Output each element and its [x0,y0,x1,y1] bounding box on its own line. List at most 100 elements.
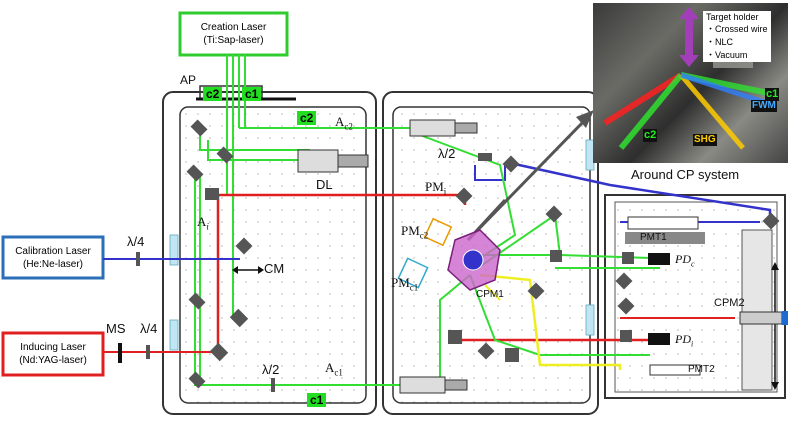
pmc1-box [397,257,429,289]
beam-yellow [479,273,622,370]
mirror-r1 [455,187,473,205]
photo-caption: Target holder ・Crossed wire ・NLC ・Vacuum [703,11,771,62]
ai-sub: i [206,221,209,232]
cm-arrow-right [258,266,264,274]
pdc-detector [648,253,670,265]
pmi-sub: i [443,186,447,197]
beam-green-dl [207,140,300,161]
creation-laser-line1: Creation Laser [200,22,267,33]
mirror-d1 [622,252,634,264]
cpm2-label: CPM2 [714,297,745,309]
window-right-2 [585,304,595,336]
lambda4-a-plate [136,252,140,266]
arrow-to-photo-head [576,110,594,128]
mirror-3 [186,164,204,182]
mirror-5 [188,292,206,310]
calibration-laser-line2: (He:Ne-laser) [22,258,83,270]
mirror-r8 [505,348,519,362]
pmt1-plate [625,232,705,244]
cpm1-center [462,249,484,271]
mirror-1 [190,119,208,137]
cpm2-holder [739,311,783,325]
photo-item-3: ・Vacuum [706,50,748,60]
ac1-sub: c1 [334,367,343,378]
cm-arrow-left [232,266,238,274]
pmc2-sub: c2 [419,230,429,241]
pmt2-label: PMT2 [688,364,715,375]
tag-c2-inner: c2 [297,111,317,125]
photo-shg-label: SHG [693,134,717,146]
photo-item-1: ・Crossed wire [706,24,768,34]
lambda4-b-label: λ/4 [140,321,158,336]
window-left-1 [169,234,179,266]
dl-label: DL [316,177,333,192]
dl-motor [337,154,369,168]
pmt2-tube [649,364,701,376]
beam-blue-inner [474,163,506,181]
tag-c1-bottom: c1 [307,393,327,407]
beam-green-c2-b [199,135,310,151]
right-breadboard-outer [382,91,599,415]
mirror-2 [216,146,234,164]
calibration-laser-label: Calibration Laser (He:Ne-laser) [6,240,100,275]
mirror-d5 [762,212,780,230]
pdc-sub: c [691,259,695,269]
photo-fwm-label: FWM [751,100,777,112]
mirror-7 [209,342,229,362]
ac2-base: A [335,114,345,129]
beam-green-right-4 [469,274,650,356]
detector-board-outer [604,194,786,399]
pdc-label: PDc [675,253,695,268]
calibration-laser-line1: Calibration Laser [15,245,91,257]
tag-c2-top: c2 [203,87,223,101]
lambda2-a-label: λ/2 [438,146,456,161]
pmc1-sub: c1 [409,282,419,293]
lambda2-a-plate [478,153,492,161]
photo-c1-label: c1 [765,88,780,101]
cpm1-label: CPM1 [476,289,504,300]
mirror-d4 [620,330,632,342]
cpm2-arrow-top [771,262,779,270]
pmc1-label: PMc1 [391,276,418,293]
inducing-laser-line1: Inducing Laser [20,342,86,353]
pdc-base: PD [675,252,691,266]
ai-label: Ai [197,215,209,232]
mirror-6 [229,308,249,328]
cm-label: CM [264,261,285,276]
pdi-sub: i [691,339,694,349]
pmi-base: PM [425,179,444,194]
pmc2-box [423,217,453,247]
mirror-8 [188,371,206,389]
mirror-r5 [527,282,545,300]
cpm2-knob [782,311,788,325]
ac1-stage [399,376,446,394]
around-cp-label: Around CP system [631,167,740,182]
ap-label: AP [180,73,197,87]
mirror-r6 [448,330,462,344]
cp-system-photo: Target holder ・Crossed wire ・NLC ・Vacuum… [593,3,788,163]
ms-shutter [118,343,122,363]
dl-stage [297,149,339,173]
cpm2-arrow-bottom [771,382,779,390]
ap-frame [199,85,263,98]
pmc2-label: PMc2 [401,224,428,241]
tag-c1-top: c1 [242,87,262,101]
photo-title: Target holder [706,12,759,22]
ac1-base: A [325,360,335,375]
pdi-detector [648,333,670,345]
mirror-r4 [550,250,562,262]
ac2-sub: c2 [344,121,353,132]
inducing-laser-label: Inducing Laser (Nd:YAG-laser) [6,336,100,372]
window-left-2 [169,319,179,351]
mirror-r7 [477,342,495,360]
ac2-motor [454,122,478,134]
pmi-label: PMi [425,180,446,197]
pdi-base: PD [675,332,691,346]
mirror-d2 [615,272,633,290]
ac1-motor [444,379,468,391]
pmc2-base: PM [401,223,420,238]
mirror-cm [235,237,253,255]
lambda4-a-label: λ/4 [127,234,145,249]
pmt1-tube [627,216,699,230]
